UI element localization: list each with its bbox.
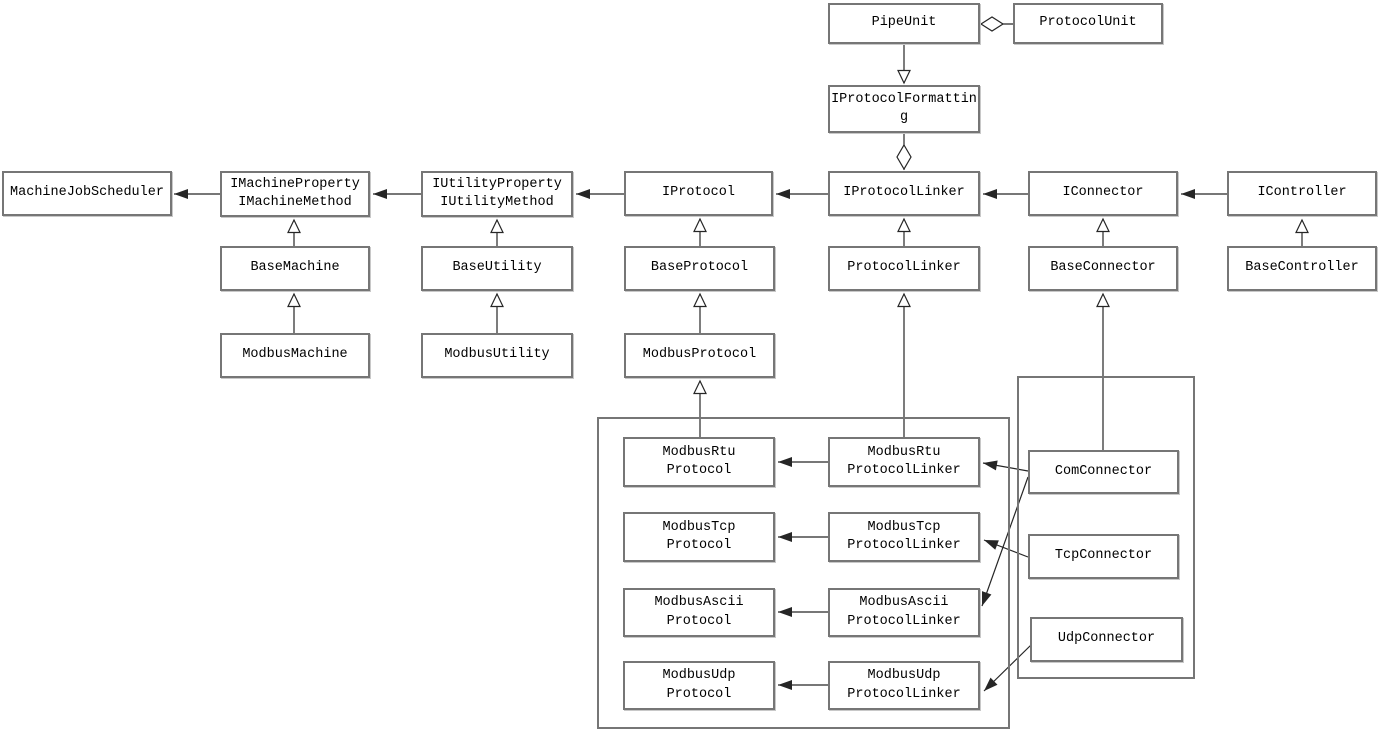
class-name-label: ProtocolLinker [847,260,961,276]
class-box-tcp-connector: TcpConnector [1028,534,1179,579]
class-name-label: BaseController [1245,260,1359,276]
class-name-label: ModbusUdp Protocol [662,668,736,702]
class-name-label: IConnector [1062,185,1144,201]
class-box-modbus-udp-protocol: ModbusUdp Protocol [623,661,775,710]
class-name-label: PipeUnit [871,15,937,31]
class-name-label: ModbusMachine [242,347,348,363]
class-box-iprotocol: IProtocol [624,171,773,216]
class-box-modbus-utility: ModbusUtility [421,333,573,378]
class-box-base-protocol: BaseProtocol [624,246,775,291]
class-name-label: ModbusAscii Protocol [654,595,744,629]
class-box-modbus-rtu-protocol: ModbusRtu Protocol [623,437,775,487]
class-name-label: IUtilityProperty IUtilityMethod [432,176,562,210]
class-name-label: ModbusProtocol [642,347,757,363]
class-box-modbus-udp-protocol-linker: ModbusUdp ProtocolLinker [828,661,980,710]
class-box-pipe-unit: PipeUnit [828,3,980,44]
class-box-base-utility: BaseUtility [421,246,573,291]
class-name-label: IController [1257,185,1347,201]
class-box-modbus-machine: ModbusMachine [220,333,370,378]
class-box-iprotocol-formatting: IProtocolFormatting [828,85,980,133]
class-name-label: ModbusTcp Protocol [662,519,736,553]
class-box-modbus-protocol: ModbusProtocol [624,333,775,378]
class-name-label: BaseMachine [250,260,340,276]
class-name-label: ModbusUtility [444,347,550,363]
class-name-label: TcpConnector [1054,548,1153,564]
class-box-com-connector: ComConnector [1028,450,1179,494]
class-box-machine-job-scheduler: MachineJobScheduler [2,171,172,216]
connector-group-frame [1017,376,1195,679]
class-name-label: UdpConnector [1057,631,1156,647]
class-box-modbus-ascii-protocol-linker: ModbusAscii ProtocolLinker [828,588,980,637]
iprotocollinker-aggregation-diamond [896,143,912,171]
class-box-protocol-unit: ProtocolUnit [1013,3,1163,44]
class-name-label: BaseUtility [452,260,542,276]
class-name-label: IProtocolLinker [843,185,965,201]
pipeunit-aggregation-diamond [979,16,1005,32]
class-name-label: IProtocol [662,185,735,201]
class-name-label: ModbusTcp ProtocolLinker [847,519,961,553]
class-box-udp-connector: UdpConnector [1030,617,1183,662]
modbus-protocol-group-frame [597,417,1010,729]
class-name-label: ProtocolUnit [1039,15,1137,31]
class-name-label: ModbusAscii ProtocolLinker [847,595,961,629]
class-box-modbus-tcp-protocol-linker: ModbusTcp ProtocolLinker [828,512,980,562]
class-name-label: ModbusRtu Protocol [662,444,736,478]
class-box-iutility-property-iutility-method: IUtilityProperty IUtilityMethod [421,171,573,217]
class-box-base-controller: BaseController [1227,246,1377,291]
class-name-label: ModbusUdp ProtocolLinker [847,668,961,702]
class-box-modbus-ascii-protocol: ModbusAscii Protocol [623,588,775,637]
class-box-protocol-linker: ProtocolLinker [828,246,980,291]
class-box-icontroller: IController [1227,171,1377,216]
class-box-iconnector: IConnector [1028,171,1178,216]
class-box-base-machine: BaseMachine [220,246,370,291]
class-box-modbus-tcp-protocol: ModbusTcp Protocol [623,512,775,562]
class-name-label: BaseProtocol [650,260,749,276]
class-box-base-connector: BaseConnector [1028,246,1178,291]
class-box-imachine-property-imachine-method: IMachineProperty IMachineMethod [220,171,370,217]
class-name-label: IProtocolFormatting [831,91,977,125]
class-box-iprotocol-linker: IProtocolLinker [828,171,980,216]
class-name-label: MachineJobScheduler [10,185,164,201]
class-name-label: ModbusRtu ProtocolLinker [847,444,961,478]
class-name-label: ComConnector [1054,463,1153,479]
class-name-label: BaseConnector [1050,260,1156,276]
class-name-label: IMachineProperty IMachineMethod [230,176,360,210]
class-box-modbus-rtu-protocol-linker: ModbusRtu ProtocolLinker [828,437,980,487]
